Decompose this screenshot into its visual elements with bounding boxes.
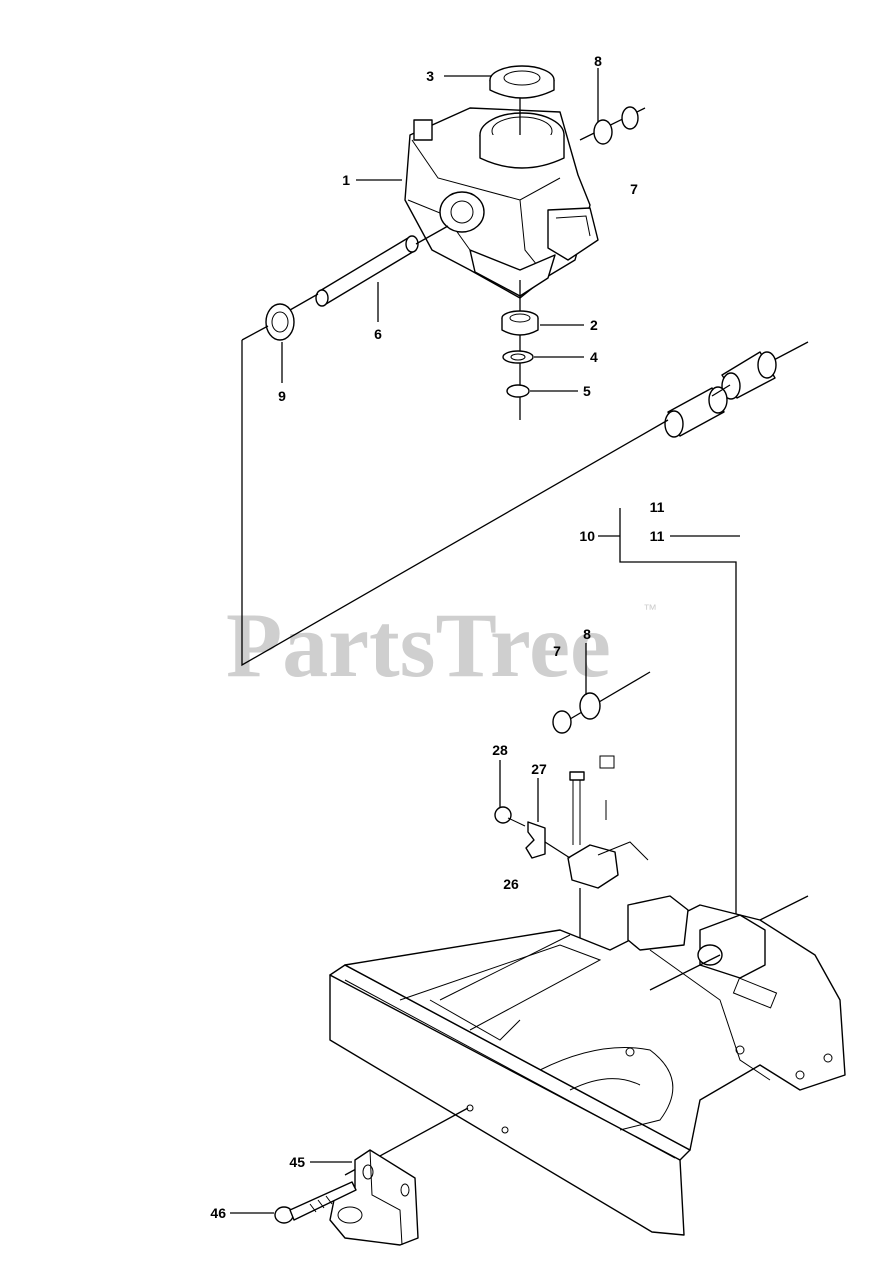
callout-5: 5: [583, 383, 591, 399]
washer-part-4-hole: [510, 353, 526, 361]
callout-11-top: 11: [650, 499, 665, 515]
washer-part-4: [502, 350, 534, 364]
bolt-part-46: [274, 1181, 357, 1224]
side-shaft-axis-mid: [564, 671, 651, 723]
callout-28: 28: [492, 742, 508, 758]
callout-labels: 3 8 7 1 6 9 2 4 5 11 10 11 8 7 28 27 26 …: [210, 53, 664, 1221]
assembly-line-left: [241, 340, 669, 667]
callout-8-top: 8: [594, 53, 602, 69]
callout-46: 46: [210, 1205, 226, 1221]
assembly-line-seal: [241, 325, 269, 341]
bearing-part-2: [501, 310, 539, 336]
shaft-part-6: [315, 225, 449, 307]
clip-part-5: [506, 384, 530, 398]
callout-10: 10: [579, 528, 595, 544]
watermark: PartsTree ™: [226, 594, 657, 696]
hitch-bracket-part-45: [329, 1149, 419, 1246]
bushings-axle: [664, 341, 809, 438]
screw-part-28: [494, 806, 512, 824]
callout-3: 3: [426, 68, 434, 84]
callout-7-top: 7: [630, 181, 638, 197]
washer-part-8-mid: [579, 692, 601, 720]
callout-2: 2: [590, 317, 598, 333]
seal-part-9: [265, 293, 319, 341]
bracket-part-27: [525, 821, 546, 859]
callout-leaders: [230, 68, 599, 1214]
pedal-bracket: [627, 895, 689, 951]
watermark-trademark: ™: [643, 601, 657, 617]
assembly-line-right: [619, 508, 737, 915]
callout-11-mid: 11: [650, 528, 665, 544]
callout-8-mid: 8: [583, 626, 591, 642]
callout-6: 6: [374, 326, 382, 342]
callout-4: 4: [590, 349, 598, 365]
callout-1: 1: [342, 172, 350, 188]
switch-assembly: [494, 755, 649, 940]
chassis-frame: [329, 895, 846, 1236]
ring-part-7-top: [621, 106, 639, 130]
callout-9: 9: [278, 388, 286, 404]
callout-27: 27: [531, 761, 547, 777]
washer-part-8-top: [593, 119, 613, 145]
callout-7-mid: 7: [553, 643, 561, 659]
ring-part-7-mid: [552, 710, 572, 734]
callout-45: 45: [289, 1154, 305, 1170]
callout-26: 26: [503, 876, 519, 892]
gearbox-housing: [404, 107, 599, 299]
bearing-top-part-3: [489, 65, 555, 99]
watermark-text: PartsTree: [226, 594, 611, 696]
